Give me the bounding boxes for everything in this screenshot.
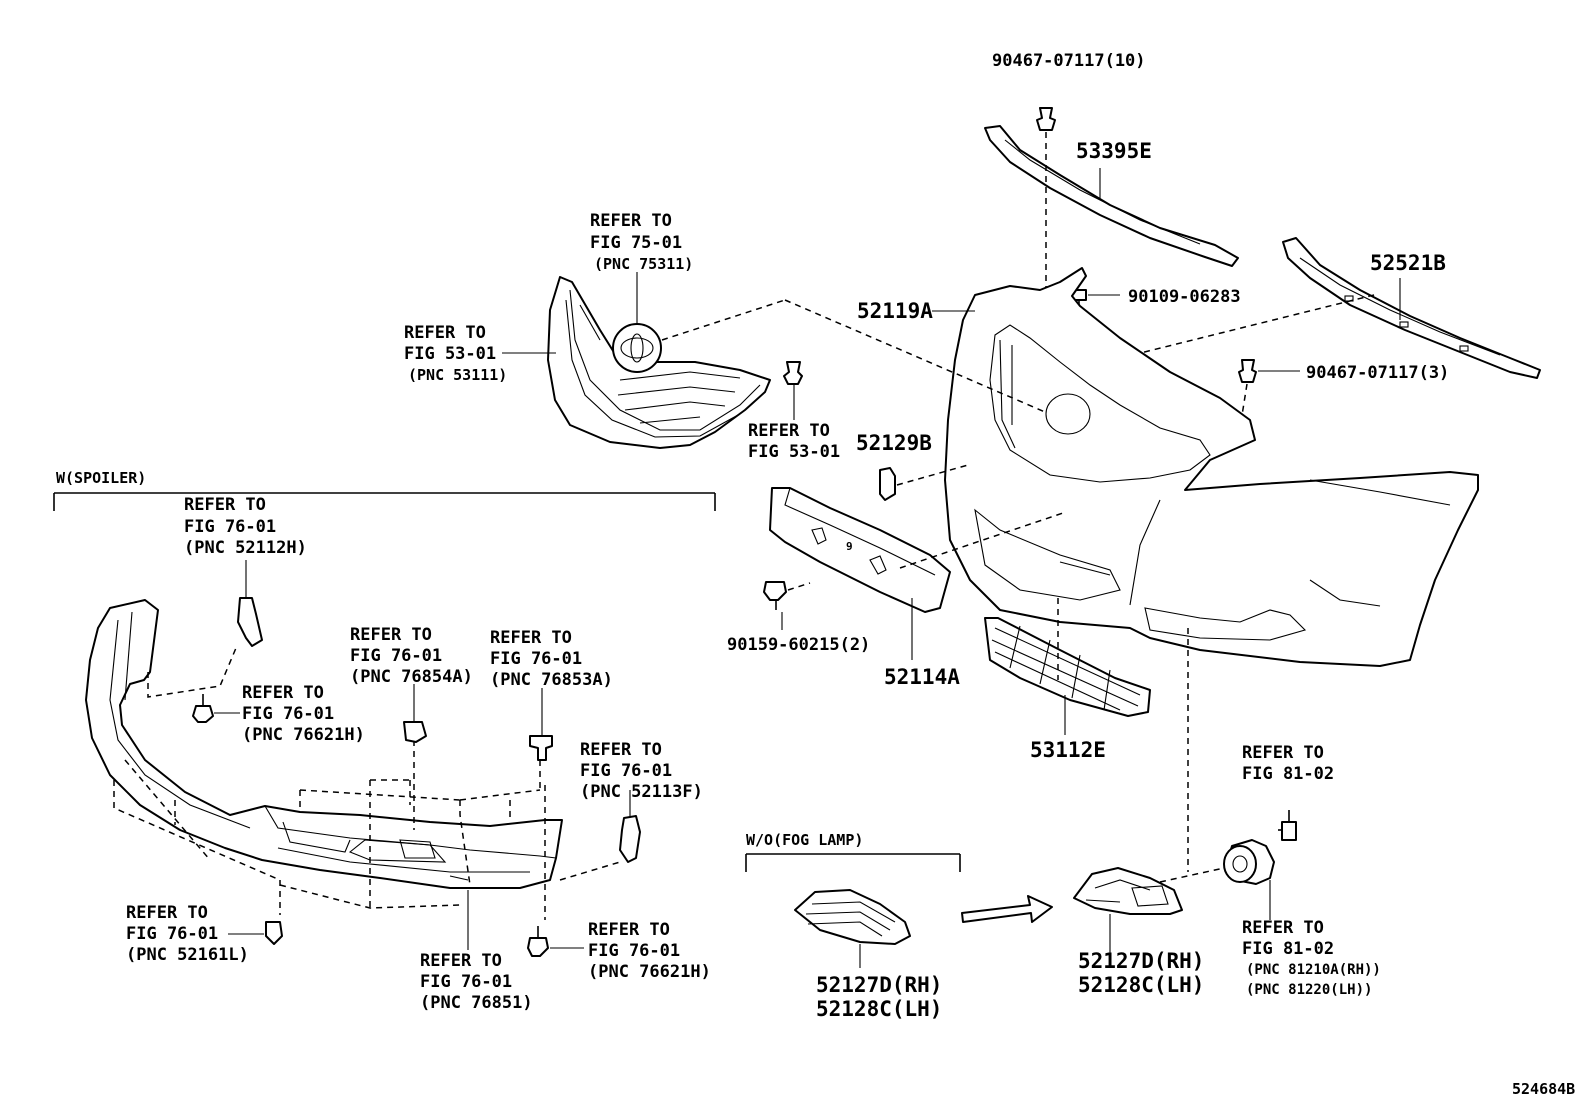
- ref-spoiler-a-2: FIG 76-01: [184, 517, 276, 537]
- label-bolt-top: 90109-06283: [1128, 287, 1241, 307]
- toyota-emblem: [612, 323, 662, 373]
- front-spoiler: [85, 599, 563, 889]
- figure-id: 524684B: [1512, 1080, 1575, 1098]
- label-screw: 90159-60215(2): [727, 635, 870, 655]
- ref-spoiler-d-2: FIG 76-01: [490, 649, 582, 669]
- ref-emblem-1: REFER TO: [590, 211, 672, 231]
- ref-spoiler-d-1: REFER TO: [490, 628, 572, 648]
- ref-spoiler-g-1: REFER TO: [420, 951, 502, 971]
- label-bumper-cover: 52119A: [857, 299, 933, 323]
- spoiler-clip-52161l: [265, 921, 283, 945]
- label-lower-grille: 53112E: [1030, 738, 1106, 762]
- ref-emblem-3: (PNC 75311): [594, 255, 693, 273]
- spoiler-clip-76853a: [529, 735, 553, 761]
- fog-cover-no-lamp: [794, 889, 911, 945]
- label-reinf-right: 52521B: [1370, 251, 1446, 275]
- label-fog-cover-rh: 52127D(RH): [1078, 949, 1204, 973]
- ref-spoiler-e-3: (PNC 52113F): [580, 782, 703, 802]
- label-fog-cover-lh: 52128C(LH): [1078, 973, 1204, 997]
- ref-grille-2: FIG 53-01: [404, 344, 496, 364]
- ref-fog-bulb-1: REFER TO: [1242, 743, 1324, 763]
- ref-spoiler-f-3: (PNC 52161L): [126, 945, 249, 965]
- label-wo-cover-lh: 52128C(LH): [816, 997, 942, 1021]
- label-w-spoiler: W(SPOILER): [56, 469, 146, 487]
- absorber-mark: 9: [846, 540, 853, 553]
- clip-90467-right: [1238, 359, 1257, 383]
- ref-grille-clip-1: REFER TO: [748, 421, 830, 441]
- ref-spoiler-a-1: REFER TO: [184, 495, 266, 515]
- ref-fog-lamp-2: FIG 81-02: [1242, 939, 1334, 959]
- ref-spoiler-c-2: FIG 76-01: [350, 646, 442, 666]
- fog-lamp: [1223, 839, 1275, 885]
- wo-fog-bracket: [745, 853, 961, 872]
- ref-spoiler-e-1: REFER TO: [580, 740, 662, 760]
- ref-spoiler-c-1: REFER TO: [350, 625, 432, 645]
- ref-spoiler-g-2: FIG 76-01: [420, 972, 512, 992]
- ref-spoiler-a-3: (PNC 52112H): [184, 538, 307, 558]
- ref-fog-bulb-2: FIG 81-02: [1242, 764, 1334, 784]
- grille-clip: [783, 361, 803, 420]
- label-wo-fog: W/O(FOG LAMP): [746, 831, 863, 849]
- spoiler-clip-76854a: [403, 721, 427, 743]
- label-clip-right: 90467-07117(3): [1306, 363, 1449, 383]
- label-cover-piece: 52129B: [856, 431, 932, 455]
- spoiler-screw-76621h: [192, 694, 214, 723]
- bumper-cover-52119a: [944, 267, 1479, 667]
- ref-grille-clip-2: FIG 53-01: [748, 442, 840, 462]
- ref-spoiler-b-3: (PNC 76621H): [242, 725, 365, 745]
- ref-spoiler-b-1: REFER TO: [242, 683, 324, 703]
- ref-spoiler-b-2: FIG 76-01: [242, 704, 334, 724]
- absorber-52114a: 9: [769, 487, 951, 613]
- cover-piece-52129b: [879, 467, 896, 501]
- ref-spoiler-f-1: REFER TO: [126, 903, 208, 923]
- ref-fog-lamp-1: REFER TO: [1242, 918, 1324, 938]
- upper-reinforcement-53395e: [984, 125, 1239, 267]
- ref-spoiler-f-2: FIG 76-01: [126, 924, 218, 944]
- spoiler-retainer-52113f: [619, 815, 641, 863]
- screw-90159: [763, 581, 787, 610]
- replacement-arrow: [961, 895, 1053, 923]
- ref-grille-1: REFER TO: [404, 323, 486, 343]
- label-absorber: 52114A: [884, 665, 960, 689]
- clip-90467-top: [1036, 107, 1056, 131]
- label-reinf-top: 53395E: [1076, 139, 1152, 163]
- fog-bulb: [1278, 810, 1297, 841]
- ref-fog-lamp-3: (PNC 81210A(RH)): [1246, 962, 1381, 978]
- spoiler-screw-76621h-lower: [527, 926, 549, 957]
- label-clip-top: 90467-07117(10): [992, 51, 1146, 71]
- spoiler-retainer-52112h: [237, 597, 263, 647]
- ref-spoiler-c-3: (PNC 76854A): [350, 667, 473, 687]
- ref-spoiler-h-1: REFER TO: [588, 920, 670, 940]
- ref-spoiler-e-2: FIG 76-01: [580, 761, 672, 781]
- ref-emblem-2: FIG 75-01: [590, 233, 682, 253]
- ref-grille-3: (PNC 53111): [408, 366, 507, 384]
- fog-cover-52127d: [1073, 867, 1183, 915]
- spoiler-bracket: [53, 492, 716, 511]
- label-wo-cover-rh: 52127D(RH): [816, 973, 942, 997]
- upper-grille: [547, 276, 771, 449]
- ref-spoiler-d-3: (PNC 76853A): [490, 670, 613, 690]
- ref-spoiler-h-2: FIG 76-01: [588, 941, 680, 961]
- ref-spoiler-g-3: (PNC 76851): [420, 993, 533, 1013]
- ref-fog-lamp-4: (PNC 81220(LH)): [1246, 982, 1372, 998]
- ref-spoiler-h-3: (PNC 76621H): [588, 962, 711, 982]
- lower-grille-53112e: [984, 617, 1151, 717]
- side-reinforcement-52521b: [1282, 237, 1541, 379]
